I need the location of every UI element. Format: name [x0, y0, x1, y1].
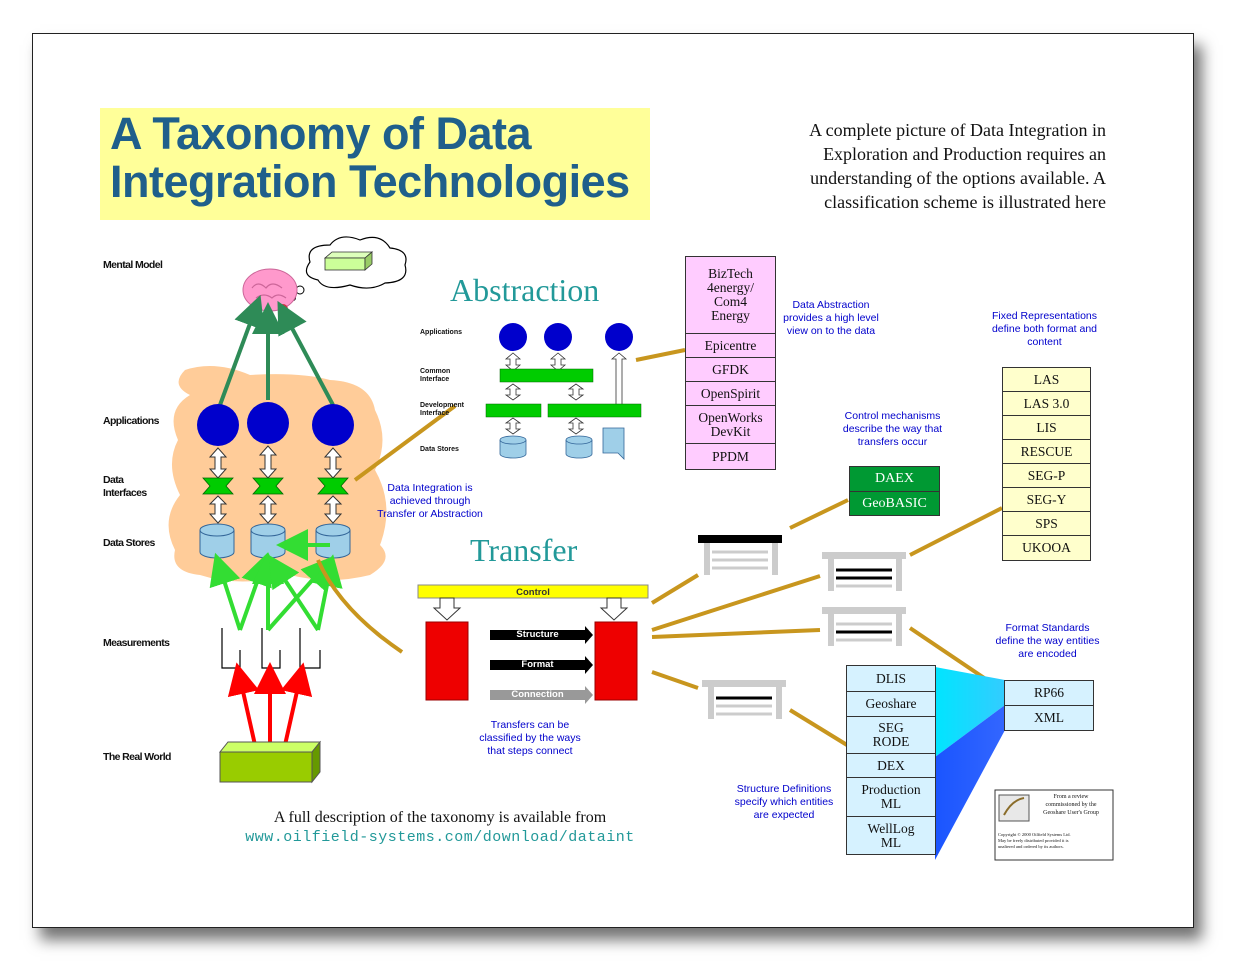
fixed-note: Fixed Representations define both format…	[991, 310, 1098, 348]
stack-item: SEG-Y	[1003, 488, 1090, 512]
stack-item: Production ML	[847, 778, 935, 817]
format-note: Format Standards define the way entities…	[995, 622, 1100, 660]
format-bar-label: Format	[521, 659, 554, 670]
intro-text: A complete picture of Data Integration i…	[740, 118, 1106, 214]
transfer-title: Transfer	[470, 532, 578, 568]
stack-item: PPDM	[686, 444, 775, 469]
label-data-interfaces: Data Interfaces	[103, 474, 147, 499]
stack-item: OpenSpirit	[686, 382, 775, 406]
review-copyright: Copyright © 2000 Oilfield Systems Ltd. M…	[998, 832, 1071, 849]
stack-item: RP66	[1005, 681, 1093, 706]
stack-item: UKOOA	[1003, 536, 1090, 560]
stack-item: OpenWorks DevKit	[686, 406, 775, 444]
stack-item: GFDK	[686, 358, 775, 382]
stack-item: Epicentre	[686, 334, 775, 358]
connection-bar-label: Connection	[511, 689, 564, 700]
abstraction-label-applications: Applications	[420, 329, 463, 336]
intro-line: Exploration and Production requires an	[823, 144, 1106, 164]
stack-item: LIS	[1003, 416, 1090, 440]
footer: A full description of the taxonomy is av…	[180, 808, 700, 848]
structure-stack: DLIS Geoshare SEG RODE DEX Production ML…	[846, 665, 936, 855]
title-background	[100, 108, 650, 220]
stack-item: XML	[1005, 706, 1093, 730]
stack-item: BizTech 4energy/ Com4 Energy	[686, 257, 775, 334]
label-measurements: Measurements	[103, 637, 170, 649]
label-mental-model: Mental Model	[103, 259, 163, 271]
title-line-2: Integration Technologies	[110, 156, 630, 207]
transfer-icon-structure	[702, 680, 786, 719]
abstraction-label-common: Common Interface	[420, 368, 451, 383]
brain-icon	[242, 268, 298, 312]
stack-item: DLIS	[847, 666, 935, 692]
abstraction-label-development: Development Interface	[420, 402, 464, 417]
structure-bar-label: Structure	[516, 629, 559, 640]
stack-item: LAS 3.0	[1003, 392, 1090, 416]
intro-line: A complete picture of Data Integration i…	[809, 120, 1106, 140]
transfer-icon-control	[698, 535, 782, 575]
intro-line: understanding of the options available. …	[810, 168, 1106, 188]
label-applications: Applications	[103, 415, 159, 427]
footer-url-link[interactable]: www.oilfield-systems.com/download/datain…	[245, 829, 635, 846]
stack-item: SEG RODE	[847, 717, 935, 754]
fixed-stack: LAS LAS 3.0 LIS RESCUE SEG-P SEG-Y SPS U…	[1002, 367, 1091, 561]
stack-item: DAEX	[850, 467, 939, 492]
abstraction-label-data-stores: Data Stores	[420, 446, 459, 453]
stack-item: GeoBASIC	[850, 492, 939, 515]
transfer-note: Transfers can be classified by the ways …	[479, 719, 581, 757]
stack-item: WellLog ML	[847, 817, 935, 854]
poster-title: A Taxonomy of Data Integration Technolog…	[110, 110, 650, 206]
stack-item: LAS	[1003, 368, 1090, 392]
abstraction-title: Abstraction	[450, 272, 600, 308]
control-note: Control mechanisms describe the way that…	[842, 410, 943, 448]
stack-item: Geoshare	[847, 692, 935, 717]
abstraction-note: Data Abstraction provides a high level v…	[783, 299, 879, 337]
label-data-stores: Data Stores	[103, 537, 155, 549]
title-line-1: A Taxonomy of Data	[110, 108, 532, 159]
transfer-icon-fixed	[822, 552, 906, 591]
abstraction-stack: BizTech 4energy/ Com4 Energy Epicentre G…	[685, 256, 776, 470]
footer-text: A full description of the taxonomy is av…	[273, 809, 607, 826]
stack-item: SPS	[1003, 512, 1090, 536]
stack-item: DEX	[847, 754, 935, 778]
review-text: From a review commissioned by the Geosha…	[1043, 794, 1099, 816]
control-bar-label: Control	[516, 587, 550, 598]
label-real-world: The Real World	[103, 751, 171, 763]
stack-item: SEG-P	[1003, 464, 1090, 488]
integration-note: Data Integration is achieved through Tra…	[377, 482, 483, 520]
format-stack: RP66 XML	[1004, 680, 1094, 731]
transfer-icon-format	[822, 607, 906, 646]
structure-note: Structure Definitions specify which enti…	[734, 783, 834, 821]
intro-line: classification scheme is illustrated her…	[824, 192, 1106, 212]
stack-item: RESCUE	[1003, 440, 1090, 464]
control-stack: DAEX GeoBASIC	[849, 466, 940, 516]
